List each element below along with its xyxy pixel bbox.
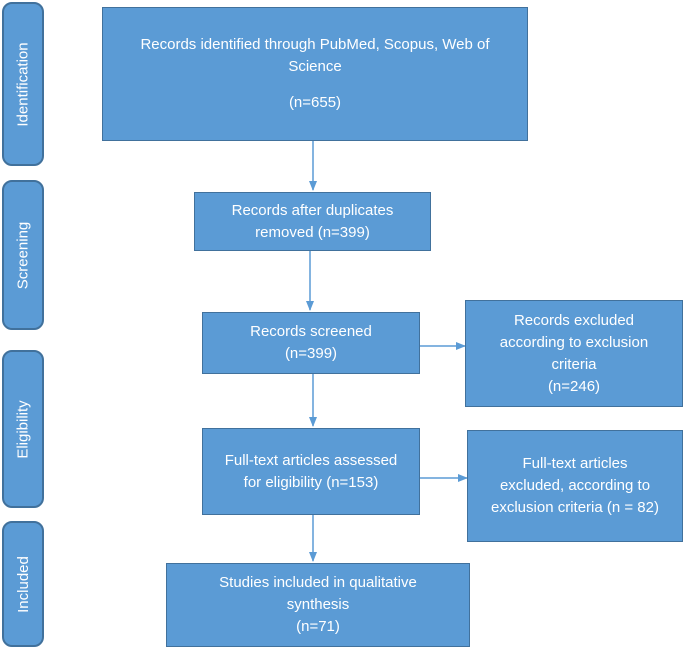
- fulltext-excluded-line1: Full-text articles: [522, 455, 628, 472]
- records-screened-box: Records screened (n=399): [202, 312, 420, 374]
- records-excluded-count: (n=246): [547, 377, 601, 395]
- records-screened-line1: Records screened: [250, 323, 372, 340]
- records-identified-line2: Science: [288, 58, 342, 75]
- phase-included: Included: [2, 521, 44, 647]
- records-screened-count: (n=399): [284, 345, 338, 362]
- phase-eligibility: Eligibility: [2, 350, 44, 508]
- records-excluded-line2: according to exclusion: [499, 333, 649, 351]
- fulltext-excluded-box: Full-text articles excluded, according t…: [467, 430, 683, 542]
- records-excluded-line1: Records excluded: [513, 311, 635, 329]
- records-excluded-line3: criteria: [551, 355, 597, 373]
- records-identified-box: Records identified through PubMed, Scopu…: [102, 7, 528, 141]
- phase-screening: Screening: [2, 180, 44, 330]
- records-identified-line1: Records identified through PubMed, Scopu…: [140, 36, 490, 53]
- fulltext-excluded-line2: excluded, according to: [499, 477, 651, 494]
- duplicates-removed-line2: removed (n=399): [255, 223, 370, 241]
- duplicates-removed-box: Records after duplicates removed (n=399): [194, 192, 431, 251]
- fulltext-excluded-line3: exclusion criteria (n = 82): [491, 499, 659, 516]
- studies-included-line1: Studies included in qualitative: [219, 574, 417, 591]
- fulltext-assessed-line1: Full-text articles assessed: [224, 451, 398, 469]
- records-excluded-box: Records excluded according to exclusion …: [465, 300, 683, 407]
- studies-included-line2: synthesis: [286, 596, 350, 613]
- phase-identification: Identification: [2, 2, 44, 166]
- studies-included-count: (n=71): [296, 618, 340, 635]
- fulltext-assessed-line2: for eligibility (n=153): [243, 473, 379, 491]
- studies-included-box: Studies included in qualitative synthesi…: [166, 563, 470, 647]
- duplicates-removed-line1: Records after duplicates: [231, 201, 394, 219]
- fulltext-assessed-box: Full-text articles assessed for eligibil…: [202, 428, 420, 515]
- records-identified-count: (n=655): [288, 94, 342, 111]
